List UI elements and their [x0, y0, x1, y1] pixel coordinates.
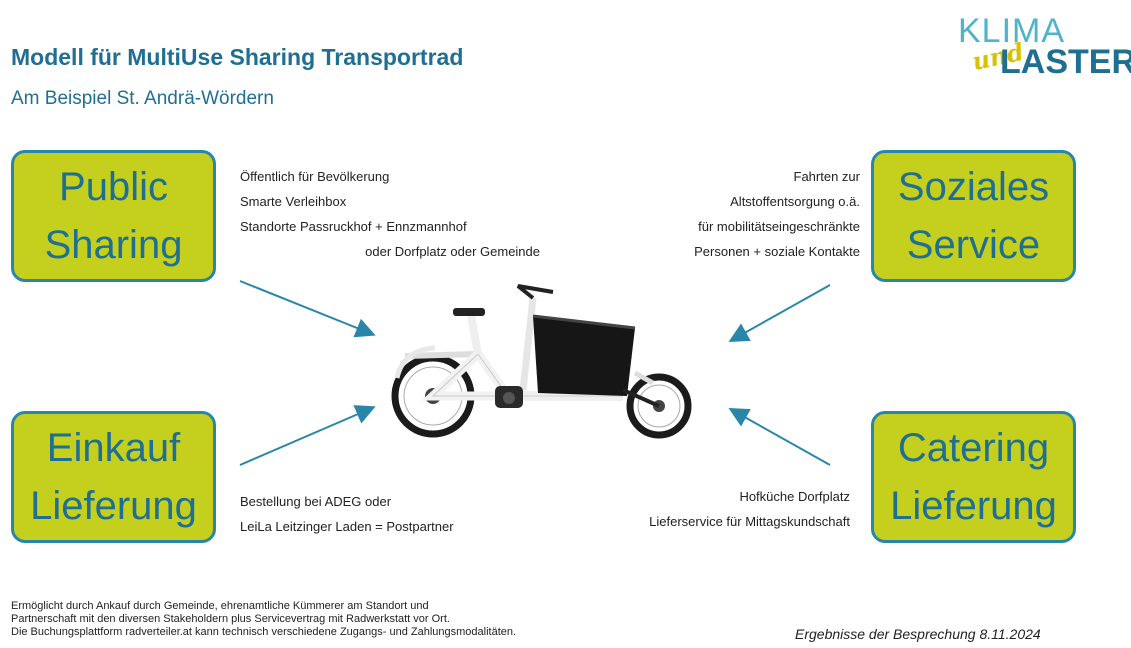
box-label: Soziales — [897, 165, 1050, 209]
box-label: Service — [906, 223, 1041, 267]
footer-text: Ermöglicht durch Ankauf durch Gemeinde, … — [11, 600, 516, 639]
note-line: Öffentlich für Bevölkerung — [240, 169, 390, 184]
arrow-einkauf-lieferung — [239, 405, 376, 466]
note-line: oder Dorfplatz oder Gemeinde — [365, 244, 540, 259]
catering-lieferung-notes: Hofküche Dorfplatz Lieferservice für Mit… — [570, 484, 850, 534]
note-line: Hofküche Dorfplatz — [739, 489, 850, 504]
public-sharing-box: Public Sharing — [11, 150, 216, 282]
box-label: Lieferung — [890, 484, 1057, 528]
note-line: LeiLa Leitzinger Laden = Postpartner — [240, 519, 454, 534]
page-title: Modell für MultiUse Sharing Transportrad — [11, 44, 464, 70]
soziales-service-box: Soziales Service — [871, 150, 1076, 282]
note-line: für mobilitätseingeschränkte — [698, 219, 860, 234]
note-line: Smarte Verleihbox — [240, 194, 347, 209]
note-line: Fahrten zur — [793, 169, 860, 184]
page-subtitle: Am Beispiel St. Andrä-Wördern — [11, 88, 274, 109]
catering-lieferung-box: Catering Lieferung — [871, 411, 1076, 543]
box-label: Lieferung — [30, 484, 197, 528]
einkauf-lieferung-notes: Bestellung bei ADEG oder LeiLa Leitzinge… — [240, 489, 540, 539]
note-line: Personen + soziale Kontakte — [694, 244, 860, 259]
cargo-bike-image — [391, 284, 692, 439]
arrow-soziales-service — [728, 284, 831, 342]
arrow-public-sharing — [239, 280, 376, 338]
box-label: Catering — [897, 426, 1050, 470]
box-label: Einkauf — [46, 426, 181, 470]
soziales-service-notes: Fahrten zur Altstoffentsorgung o.ä. für … — [640, 164, 860, 264]
footer-line: Die Buchungsplattform radverteiler.at ka… — [11, 626, 517, 638]
note-line: Standorte Passruckhof + Ennzmannhof — [240, 219, 467, 234]
einkauf-lieferung-box: Einkauf Lieferung — [11, 411, 216, 543]
logo-line-laster: LASTER — [1000, 43, 1131, 81]
note-line: Lieferservice für Mittagskundschaft — [649, 514, 850, 529]
arrow-catering-lieferung — [728, 408, 831, 466]
klima-und-laster-logo: KLIMA und LASTER — [958, 12, 1131, 82]
box-label: Public — [59, 165, 168, 209]
public-sharing-notes: Öffentlich für Bevölkerung Smarte Verlei… — [240, 164, 540, 264]
meeting-result-note: Ergebnisse der Besprechung 8.11.2024 — [795, 626, 1041, 642]
note-line: Altstoffentsorgung o.ä. — [730, 194, 860, 209]
note-line: Bestellung bei ADEG oder — [240, 494, 392, 509]
footer-line: Ermöglicht durch Ankauf durch Gemeinde, … — [11, 600, 429, 612]
logo-line-klima: KLIMA — [958, 12, 1066, 50]
footer-line: Partnerschaft mit den diversen Stakehold… — [11, 613, 450, 625]
box-label: Sharing — [44, 223, 183, 267]
